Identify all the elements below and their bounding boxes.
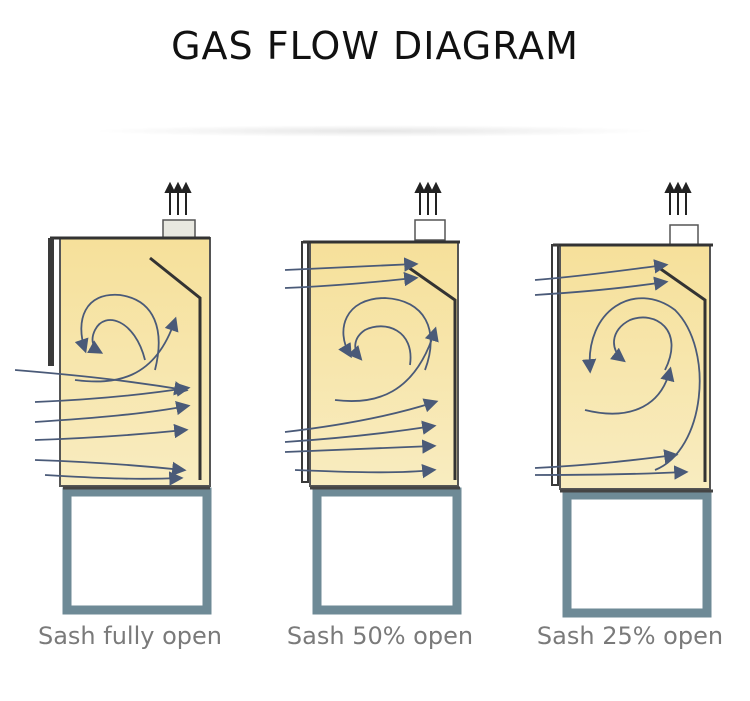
exhaust-duct (669, 224, 699, 246)
stand (62, 487, 212, 615)
caption-sash-50-open: Sash 50% open (286, 622, 474, 650)
panel-sash-50-open: Sash 50% open (265, 170, 495, 650)
baffle (149, 256, 202, 480)
hood-body (59, 237, 211, 487)
caption-sash-fully-open: Sash fully open (37, 622, 222, 650)
sash (551, 244, 559, 486)
fume-hood-diagram-fully-open (15, 181, 212, 615)
stand (312, 487, 462, 615)
caption-sash-25-open: Sash 25% open (536, 622, 724, 650)
baffle (404, 263, 457, 480)
sash (301, 241, 309, 483)
panel-sash-25-open: Sash 25% open (515, 170, 745, 650)
exhaust-arrows-icon (414, 181, 442, 215)
panel-sash-fully-open: Sash fully open (15, 170, 245, 650)
hood-body (559, 244, 711, 490)
exhaust-duct (414, 219, 446, 241)
exhaust-arrows-icon (664, 181, 692, 215)
diagram-title: GAS FLOW DIAGRAM (171, 24, 579, 68)
stand (562, 490, 712, 618)
fume-hood-diagram-25-open (534, 181, 713, 618)
sash (48, 238, 54, 366)
exhaust-arrows-icon (164, 181, 192, 215)
baffle (654, 263, 707, 482)
title-shadow-divider (90, 125, 660, 137)
fume-hood-diagram-50-open (284, 181, 462, 615)
